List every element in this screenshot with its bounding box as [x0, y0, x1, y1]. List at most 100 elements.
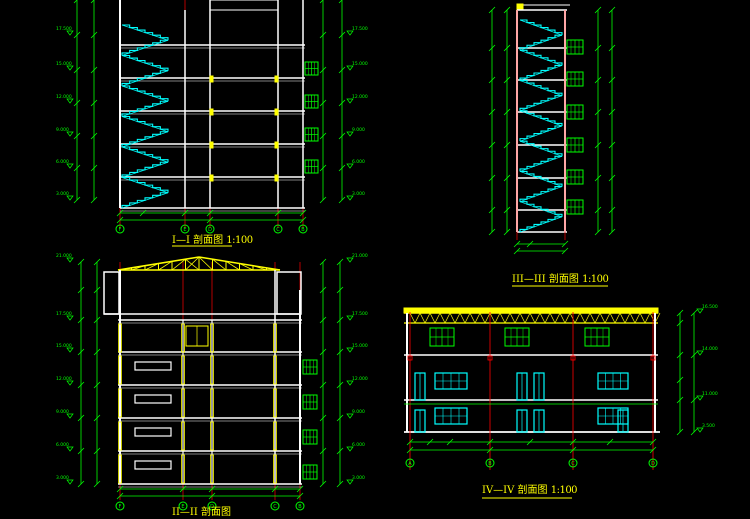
- dim-right-outer-tick: [338, 0, 343, 4]
- sec1-axis-label: F: [119, 227, 122, 233]
- dim-left-inner-tick: [503, 6, 511, 14]
- sec1-axis-label: C: [276, 227, 280, 233]
- stair-iii-rail: [519, 155, 563, 172]
- sec4-right-elev-label: 16.500: [702, 304, 718, 310]
- roof-truss-diagonal: [239, 263, 254, 271]
- dim-bottom-a-tick: [513, 240, 521, 248]
- sec2-axis-bubble: [178, 501, 188, 511]
- roof-beam: [516, 3, 524, 11]
- roof-web: [614, 312, 621, 324]
- dim-left-outer-tick: [77, 316, 85, 324]
- sec1-left-elev-mark: [66, 131, 74, 137]
- roof-web: [449, 312, 456, 324]
- column-section: [210, 388, 214, 418]
- roof-web: [554, 312, 561, 324]
- dim-bottom-a-tick: [446, 438, 454, 446]
- roof-parapet: [209, 0, 279, 11]
- sec2-left-elev-label: 21.000: [56, 253, 72, 259]
- sec2-left-elev-label: 12.000: [56, 376, 72, 382]
- sec1-left-elev-label: 17.500: [56, 26, 72, 32]
- sec4-axis-bubble: [648, 458, 658, 468]
- dim-right-outer-tick: [608, 6, 616, 14]
- dim-left-outer-tick: [77, 381, 85, 389]
- dim-right-inner-tick: [319, 132, 327, 140]
- roof-truss-diagonal: [252, 265, 267, 271]
- sec2-left-elev-label: 15.000: [56, 343, 72, 349]
- roof-truss-diagonal: [158, 260, 173, 271]
- dim-left-inner-tick: [93, 258, 101, 266]
- stair-iii-rail: [519, 186, 563, 203]
- stair-i-rail: [121, 116, 169, 133]
- dim-right-outer-tick: [338, 31, 346, 39]
- sec2-left-elev-mark: [66, 257, 74, 263]
- dim-right-outer-tick: [336, 348, 344, 356]
- dim-left-outer-tick: [73, 99, 81, 107]
- dim-right-outer-tick: [338, 164, 346, 172]
- sec1-axis-bubble: [205, 224, 215, 234]
- sec1-right-elev-mark: [346, 65, 354, 71]
- stair-i-rail: [121, 177, 169, 194]
- dim-left-inner-tick: [93, 381, 101, 389]
- dim-right-inner-tick: [676, 428, 684, 436]
- sec2-right-elev-mark: [346, 315, 354, 321]
- dim-right-outer-tick: [336, 480, 344, 488]
- beam-section: [274, 174, 279, 182]
- dim-bottom-a-tick: [271, 485, 279, 493]
- sec2-right-elev-mark: [346, 347, 354, 353]
- beam-section: [209, 75, 214, 83]
- beam-section: [209, 141, 214, 149]
- roof-web: [544, 312, 551, 324]
- dim-right-inner-tick: [319, 480, 327, 488]
- section-2-title: II—II 剖面图: [172, 507, 231, 518]
- section-3-scale: 1:100: [582, 274, 609, 285]
- sec2-left-elev-mark: [66, 315, 74, 321]
- sec2-right-elev-label: 21.000: [352, 253, 368, 259]
- dim-left-inner-tick: [93, 348, 101, 356]
- dim-left-outer-tick: [73, 66, 81, 74]
- sec2-right-elev-mark: [346, 257, 354, 263]
- section-3-title: III—III 剖面图: [512, 274, 579, 285]
- section-2-title-block: II—II 剖面图: [172, 507, 231, 519]
- sec2-axis-label: C: [273, 504, 277, 510]
- dim-right-outer-tick: [338, 66, 346, 74]
- column-section: [181, 421, 185, 451]
- sec2-axis-bubble: [270, 501, 280, 511]
- dim-right-inner-tick: [594, 108, 602, 116]
- sec2-right-elev-mark: [346, 446, 354, 452]
- roof-truss-diagonal: [198, 256, 213, 271]
- column-section: [210, 323, 214, 353]
- dim-right-inner-tick: [319, 196, 327, 204]
- column-section: [210, 421, 214, 451]
- dim-right-outer-tick: [336, 258, 344, 266]
- roof-fascia: [403, 307, 659, 314]
- dim-left-inner-tick: [90, 164, 98, 172]
- dim-right-inner-tick: [319, 258, 327, 266]
- dim-left-outer-tick: [73, 31, 81, 39]
- sec4-right-elev-mark: [696, 395, 704, 401]
- dim-right-inner-tick: [676, 376, 684, 384]
- dim-right-inner-tick: [319, 286, 327, 294]
- sec4-axis-bubble: [568, 458, 578, 468]
- dim-right-inner-tick: [594, 141, 602, 149]
- roof-web: [509, 312, 516, 324]
- dim-bottom-b-tick: [513, 247, 521, 255]
- sec1-right-elev-label: 9.000: [352, 127, 365, 133]
- dim-bottom-a-tick: [426, 438, 434, 446]
- dim-right-inner-tick: [319, 414, 327, 422]
- stair-i-rail: [121, 100, 169, 117]
- dim-right-outer-tick: [336, 316, 344, 324]
- dim-bottom-b-tick: [206, 216, 214, 224]
- dim-left-inner-tick: [93, 316, 101, 324]
- sec1-axis-label: E: [183, 227, 186, 233]
- sec2-right-elev-label: 12.000: [352, 376, 368, 382]
- sec2-left-elev-label: 17.500: [56, 311, 72, 317]
- dim-right-inner-tick: [319, 447, 327, 455]
- roof-web: [559, 312, 566, 324]
- roof-truss-diagonal: [131, 265, 146, 271]
- dim-left-outer-tick: [488, 206, 496, 214]
- dim-left-outer-tick: [488, 174, 496, 182]
- dim-bottom-a-tick: [406, 438, 414, 446]
- dim-right-outer-tick: [690, 351, 698, 359]
- sec2-axis-bubble: [207, 501, 217, 511]
